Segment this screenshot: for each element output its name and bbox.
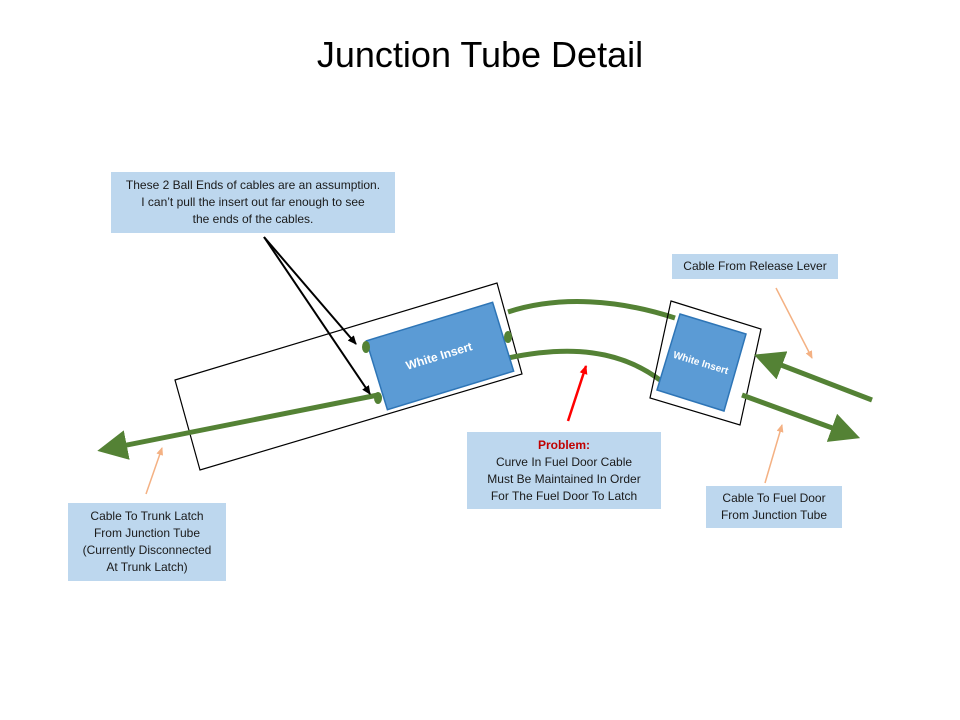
trunk-latch-pointer bbox=[145, 447, 164, 495]
problem-callout: Problem: Curve In Fuel Door Cable Must B… bbox=[467, 432, 661, 509]
junction-tube-large bbox=[174, 282, 523, 471]
assumption-line-2: I can’t pull the insert out far enough t… bbox=[141, 195, 365, 209]
cable-to-fuel-door bbox=[741, 392, 861, 442]
page-title: Junction Tube Detail bbox=[316, 34, 644, 75]
problem-line-1: Curve In Fuel Door Cable bbox=[495, 455, 633, 469]
trunk-latch-line-2: From Junction Tube bbox=[93, 526, 201, 540]
junction-tube-small bbox=[649, 300, 762, 426]
release-lever-callout: Cable From Release Lever bbox=[672, 254, 838, 279]
problem-heading: Problem: bbox=[537, 438, 590, 452]
fuel-door-cable-upper-curve bbox=[507, 299, 676, 321]
assumption-line-1: These 2 Ball Ends of cables are an assum… bbox=[125, 178, 381, 192]
assumption-arrow-lower bbox=[263, 236, 371, 395]
fuel-door-line-2: From Junction Tube bbox=[720, 508, 828, 522]
assumption-callout: These 2 Ball Ends of cables are an assum… bbox=[111, 172, 395, 233]
fuel-door-cable-lower-curve bbox=[507, 348, 662, 383]
ball-end-upper-left bbox=[362, 341, 370, 353]
trunk-latch-line-1: Cable To Trunk Latch bbox=[90, 509, 204, 523]
problem-line-3: For The Fuel Door To Latch bbox=[490, 489, 638, 503]
assumption-arrow-upper bbox=[263, 236, 357, 345]
cable-to-trunk-latch bbox=[97, 392, 379, 460]
fuel-door-pointer bbox=[764, 424, 784, 484]
fuel-door-line-1: Cable To Fuel Door bbox=[722, 491, 826, 505]
white-insert-small bbox=[656, 313, 747, 412]
trunk-latch-line-3: (Currently Disconnected bbox=[82, 543, 212, 557]
ball-end-lower-left bbox=[374, 392, 382, 404]
problem-line-2: Must Be Maintained In Order bbox=[487, 472, 641, 486]
fuel-door-callout: Cable To Fuel Door From Junction Tube bbox=[706, 486, 842, 528]
assumption-line-3: the ends of the cables. bbox=[192, 212, 314, 226]
cable-from-release-lever bbox=[753, 351, 873, 403]
problem-arrow bbox=[566, 365, 588, 422]
trunk-latch-callout: Cable To Trunk Latch From Junction Tube … bbox=[68, 503, 226, 581]
trunk-latch-line-4: At Trunk Latch) bbox=[106, 560, 188, 574]
ball-end-right bbox=[504, 331, 512, 343]
white-insert-large bbox=[365, 301, 515, 411]
release-lever-pointer bbox=[775, 287, 813, 359]
release-lever-line-1: Cable From Release Lever bbox=[683, 259, 827, 273]
